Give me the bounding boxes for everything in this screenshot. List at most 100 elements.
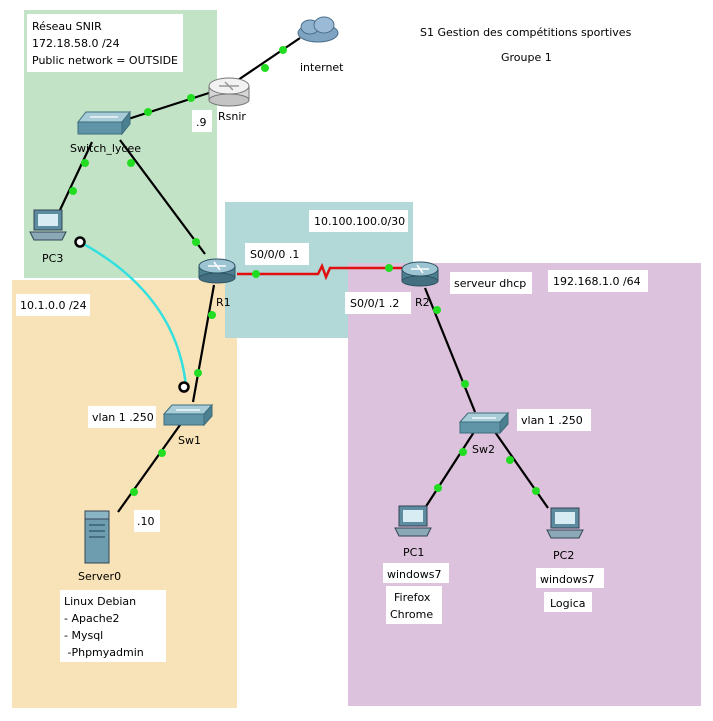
- page-title: S1 Gestion des compétitions sportives: [420, 26, 632, 39]
- link-dot: [208, 311, 216, 319]
- note-box-pc1-os: [383, 563, 449, 583]
- label-sw1-vlan: vlan 1 .250: [92, 411, 154, 424]
- zone-snir-name: Réseau SNIR: [32, 20, 102, 33]
- label-r1-s000: S0/0/0 .1: [250, 248, 299, 261]
- label-r1: R1: [216, 296, 231, 309]
- link-dot: [144, 108, 152, 116]
- console-port-sw1: [178, 381, 190, 393]
- label-pc1: PC1: [403, 546, 424, 559]
- link-sw2-pc1: [424, 431, 475, 509]
- label-switch-lycee: Switch_lycee: [70, 142, 141, 155]
- zone-lan2: [348, 263, 701, 706]
- server-software-2: - Apache2: [64, 612, 120, 625]
- link-switch-lycee-rsnir: [121, 90, 213, 123]
- link-dot: [81, 159, 89, 167]
- link-rsnir-internet: [237, 37, 301, 81]
- label-pc1-app-2: Chrome: [390, 608, 433, 621]
- note-box-lan1: [16, 294, 90, 316]
- switch-icon[interactable]: [458, 411, 510, 435]
- server-icon[interactable]: [84, 510, 110, 564]
- label-lan1-network: 10.1.0.0 /24: [20, 299, 87, 312]
- link-dot: [434, 484, 442, 492]
- note-box-wan: [309, 210, 408, 232]
- label-sw1: Sw1: [178, 434, 201, 447]
- link-dot: [506, 456, 514, 464]
- server-software-4: -Phpmyadmin: [64, 646, 144, 659]
- label-pc2-app-1: Logica: [550, 597, 586, 610]
- console-port-pc3: [74, 236, 86, 248]
- link-r1-r2-serial: [237, 262, 402, 281]
- link-dot: [461, 380, 469, 388]
- link-dot: [261, 64, 269, 72]
- label-server0-ip: .10: [137, 515, 155, 528]
- label-pc3: PC3: [42, 252, 63, 265]
- link-switch-lycee-pc3: [59, 141, 93, 211]
- link-dot: [127, 159, 135, 167]
- label-lan2-network: 192.168.1.0 /64: [553, 275, 641, 288]
- server-software-3: - Mysql: [64, 629, 103, 642]
- note-box-pc2-os: [536, 568, 604, 588]
- link-sw2-pc2: [494, 431, 549, 509]
- link-r1-sw1: [191, 284, 216, 403]
- cloud-icon[interactable]: [297, 16, 339, 43]
- label-pc2-os: windows7: [540, 573, 594, 586]
- pc-icon[interactable]: [394, 505, 432, 537]
- note-box-group: [495, 46, 561, 68]
- link-dot: [532, 487, 540, 495]
- note-box-s000: [245, 243, 309, 265]
- group-label: Groupe 1: [501, 51, 552, 64]
- link-dot: [385, 264, 393, 272]
- link-switch-lycee-r1: [119, 139, 206, 255]
- label-rsnir-ip: .9: [196, 116, 207, 129]
- note-box-lan2: [548, 270, 648, 292]
- pc-icon[interactable]: [29, 209, 67, 241]
- link-dot: [459, 448, 467, 456]
- label-pc1-os: windows7: [387, 568, 441, 581]
- link-up-dots: [69, 46, 540, 496]
- link-dot: [279, 46, 287, 54]
- pc-icon[interactable]: [546, 507, 584, 539]
- note-box-snir: [27, 14, 183, 72]
- zone-snir-note: Public network = OUTSIDE: [32, 54, 178, 67]
- note-box-dhcp: [450, 272, 532, 294]
- label-r2-s001: S0/0/1 .2: [350, 297, 399, 310]
- label-r2-service: serveur dhcp: [454, 277, 526, 290]
- note-box-server-sw: [60, 590, 166, 662]
- label-wan-network: 10.100.100.0/30: [314, 215, 405, 228]
- router-icon[interactable]: [198, 258, 236, 284]
- link-dot: [187, 94, 195, 102]
- link-dot: [130, 488, 138, 496]
- router-icon[interactable]: [208, 77, 250, 107]
- label-pc2: PC2: [553, 549, 574, 562]
- label-internet: internet: [300, 61, 344, 74]
- note-box-sw2-vlan: [517, 409, 591, 431]
- link-dot: [252, 270, 260, 278]
- note-box-server-ip: [134, 510, 160, 532]
- router-icon[interactable]: [401, 261, 439, 287]
- zone-snir-network: 172.18.58.0 /24: [32, 37, 120, 50]
- ethernet-links: [59, 37, 549, 513]
- label-sw2: Sw2: [472, 443, 495, 456]
- switch-icon[interactable]: [76, 110, 132, 136]
- link-dot: [69, 187, 77, 195]
- note-box-rsnir-ip: [192, 110, 212, 132]
- note-box-pc1-apps: [386, 586, 442, 624]
- note-box-title: [412, 20, 642, 44]
- link-dot: [158, 449, 166, 457]
- link-dot: [192, 238, 200, 246]
- switch-icon[interactable]: [162, 403, 214, 427]
- note-box-pc2-apps: [544, 592, 592, 612]
- link-pc3-sw1-console: [79, 240, 188, 387]
- label-rsnir: Rsnir: [218, 110, 246, 123]
- link-dot: [433, 306, 441, 314]
- server-software-1: Linux Debian: [64, 595, 136, 608]
- label-r2: R2: [415, 296, 430, 309]
- label-sw2-vlan: vlan 1 .250: [521, 414, 583, 427]
- label-pc1-app-1: Firefox: [394, 591, 431, 604]
- link-dot: [194, 369, 202, 377]
- note-box-s001: [345, 292, 411, 314]
- note-box-sw1-vlan: [88, 406, 156, 428]
- link-sw1-server0: [117, 424, 181, 513]
- label-server0: Server0: [78, 570, 121, 583]
